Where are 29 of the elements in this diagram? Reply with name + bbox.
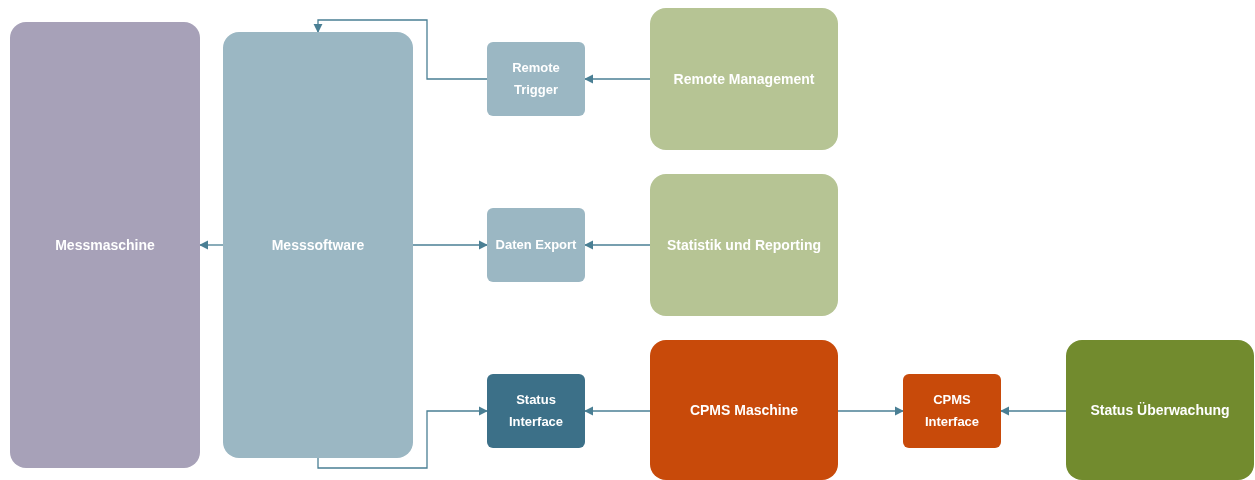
- process-box: [903, 374, 1001, 448]
- process-box: [10, 22, 200, 468]
- arrow: [317, 406, 488, 469]
- process-box: [650, 174, 838, 316]
- arrow: [584, 406, 651, 416]
- arrow: [1000, 406, 1067, 416]
- process-box: [223, 32, 413, 458]
- arrow: [584, 74, 651, 84]
- arrow: [584, 240, 651, 250]
- process-box: [1066, 340, 1254, 480]
- box-label: Messmaschine: [54, 235, 156, 255]
- process-box: [650, 8, 838, 150]
- box-label: Status Interface: [507, 391, 565, 431]
- process-box: [487, 208, 585, 282]
- box-label: Messsoftware: [270, 235, 366, 255]
- box-label: Statistik und Reporting: [666, 235, 822, 255]
- arrow: [412, 240, 488, 250]
- arrow: [313, 19, 488, 80]
- process-box: [650, 340, 838, 480]
- box-label: Status Überwachung: [1089, 400, 1231, 420]
- box-label: Daten Export: [494, 236, 578, 254]
- box-label: Remote Trigger: [511, 59, 561, 99]
- box-label: CPMS Maschine: [688, 400, 800, 420]
- box-label: Remote Management: [672, 69, 816, 89]
- process-box: [487, 374, 585, 448]
- arrow: [199, 240, 224, 250]
- process-box: [487, 42, 585, 116]
- arrow: [837, 406, 904, 416]
- box-label: CPMS Interface: [923, 391, 981, 431]
